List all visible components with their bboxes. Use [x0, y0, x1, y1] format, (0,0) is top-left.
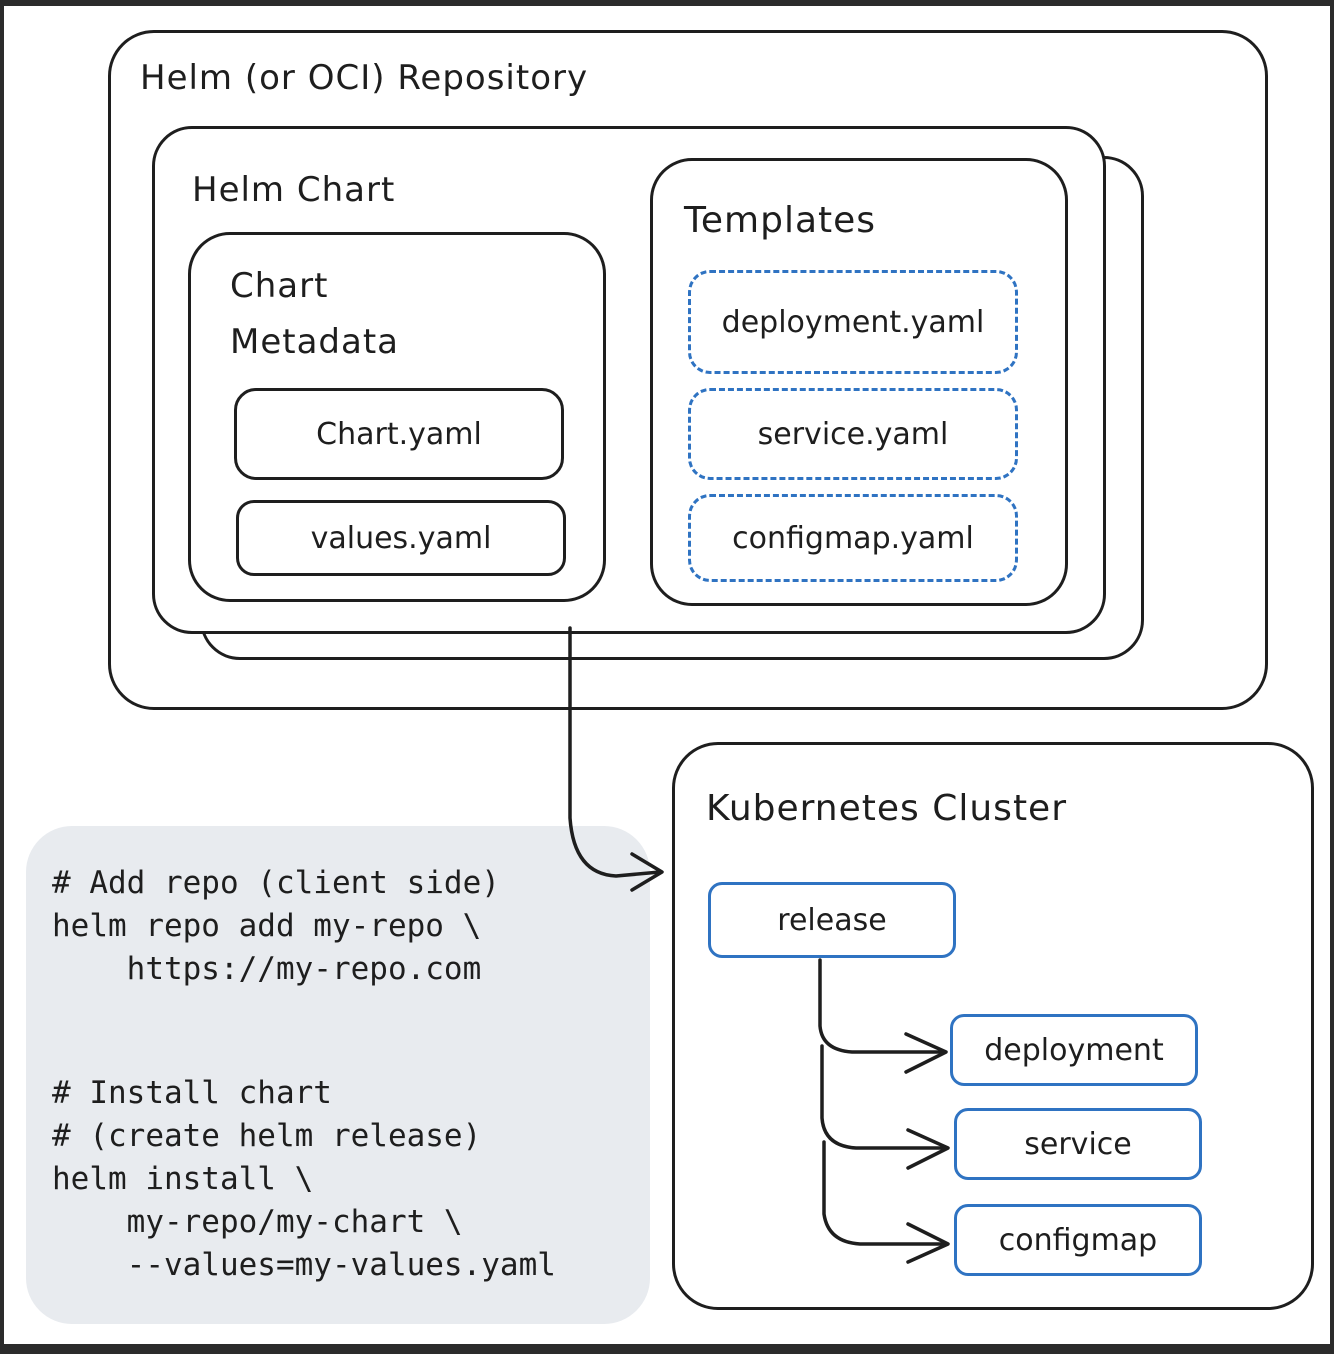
release-to-service-arrow — [820, 1044, 948, 1150]
diagram-canvas: Helm (or OCI) Repository Helm Chart Char… — [4, 6, 1330, 1344]
templates-box — [650, 158, 1068, 606]
code-line: # Install chart — [52, 1075, 332, 1111]
code-line: # Add repo (client side) — [52, 865, 500, 901]
code-line: --values=my-values.yaml — [52, 1247, 556, 1283]
chart-metadata-title-line2: Metadata — [230, 322, 400, 362]
release-to-deployment-arrow — [818, 958, 946, 1054]
service-yaml-template: service.yaml — [688, 388, 1018, 480]
code-line: my-repo/my-chart \ — [52, 1204, 463, 1240]
repository-box — [108, 30, 1268, 710]
helm-chart-title: Helm Chart — [192, 170, 396, 210]
templates-title: Templates — [684, 200, 877, 241]
configmap-yaml-template: configmap.yaml — [688, 494, 1018, 582]
code-line: # (create helm release) — [52, 1118, 482, 1154]
code-line: https://my-repo.com — [52, 951, 482, 987]
install-arrow — [568, 626, 662, 878]
kubernetes-cluster-title: Kubernetes Cluster — [706, 788, 1068, 829]
chart-yaml-file: Chart.yaml — [234, 388, 564, 480]
code-line: helm repo add my-repo \ — [52, 908, 482, 944]
helm-chart-box — [152, 126, 1106, 634]
kubernetes-cluster-box — [672, 742, 1314, 1310]
chart-metadata-title-line1: Chart — [230, 266, 329, 306]
cli-code-panel: # Add repo (client side) helm repo add m… — [26, 826, 650, 1324]
chart-metadata-box — [188, 232, 606, 602]
release-to-configmap-arrow-head — [906, 1222, 950, 1264]
deployment-resource-node: deployment — [950, 1014, 1198, 1086]
service-resource-node: service — [954, 1108, 1202, 1180]
release-to-service-arrow-head — [906, 1128, 950, 1170]
release-node: release — [708, 882, 956, 958]
release-to-configmap-arrow — [822, 1140, 948, 1246]
connector-arrows — [568, 626, 950, 1264]
install-arrow-head — [630, 852, 664, 892]
values-yaml-file: values.yaml — [236, 500, 566, 576]
configmap-resource-node: configmap — [954, 1204, 1202, 1276]
code-line: helm install \ — [52, 1161, 314, 1197]
deployment-yaml-template: deployment.yaml — [688, 270, 1018, 374]
release-to-deployment-arrow-head — [904, 1032, 948, 1074]
repository-title: Helm (or OCI) Repository — [140, 58, 589, 98]
